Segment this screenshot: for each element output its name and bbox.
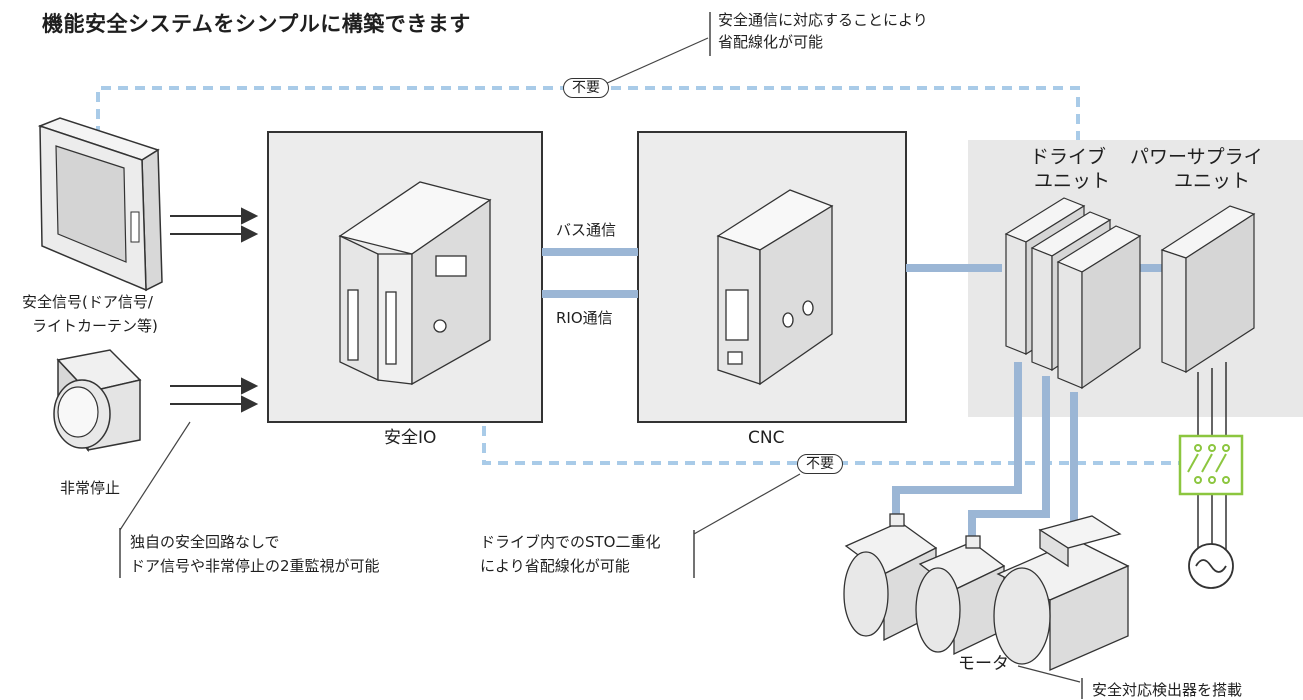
drive-psu-line: [1140, 264, 1164, 272]
motor-left: [843, 513, 938, 642]
drive-label-line2: ユニット: [1034, 170, 1111, 192]
comm-callout-leader: [604, 37, 709, 85]
drive-label-line1: ドライブ: [1030, 146, 1107, 168]
safety-io-label: 安全IO: [384, 428, 437, 448]
rio-label: RIO通信: [556, 309, 613, 327]
cnc-unit: [716, 189, 834, 386]
power-supply-unit: [1160, 205, 1256, 374]
motor-cables: [892, 362, 1078, 540]
cnc-drive-line: [906, 264, 1002, 272]
safety-signal-label-line2: ライトカーテン等): [32, 317, 158, 335]
psu-label-line2: ユニット: [1174, 170, 1251, 192]
top-comm-dashed-line: [96, 86, 1080, 140]
sto-callout-line1: ドライブ内でのSTO二重化: [480, 533, 661, 551]
bus-line: [542, 248, 638, 256]
safety-io-module: [338, 181, 492, 386]
hmi-panel-device: [37, 117, 163, 292]
comm-callout-line1: 安全通信に対応することにより: [718, 11, 928, 29]
signal-arrows-top: [170, 207, 259, 243]
page-title: 機能安全システムをシンプルに構築できます: [42, 12, 471, 36]
sto-callout-leader: [693, 473, 801, 535]
estop-callout-leader: [119, 421, 191, 531]
bus-label: バス通信: [556, 221, 617, 239]
circuit-callout-line2: ドア信号や非常停止の2重監視が可能: [130, 557, 380, 575]
psu-label-line1: パワーサプライ: [1130, 146, 1263, 168]
encoder-callout: 安全対応検出器を搭載: [1092, 681, 1243, 699]
drive-units: [1004, 197, 1142, 390]
motor-label: モータ: [958, 654, 1009, 674]
bottom-comm-dashed-line: [482, 426, 1198, 465]
motor-callout-leader: [1017, 665, 1081, 683]
unneeded-badge-top: 不要: [563, 78, 609, 98]
estop-device: [53, 349, 142, 453]
motor-right: [993, 515, 1130, 671]
comm-callout-line2: 省配線化が可能: [718, 33, 824, 51]
rio-line: [542, 290, 638, 298]
sto-callout-line2: により省配線化が可能: [480, 557, 630, 575]
unneeded-badge-bottom: 不要: [797, 454, 843, 474]
circuit-callout-line1: 独自の安全回路なしで: [130, 533, 280, 551]
signal-arrows-bottom: [170, 377, 259, 413]
breaker-contacts-icon: [1187, 444, 1230, 484]
cnc-label: CNC: [748, 428, 785, 448]
estop-label: 非常停止: [60, 479, 121, 497]
motor-middle: [915, 535, 1006, 656]
safety-signal-label-line1: 安全信号(ドア信号/: [22, 293, 153, 311]
